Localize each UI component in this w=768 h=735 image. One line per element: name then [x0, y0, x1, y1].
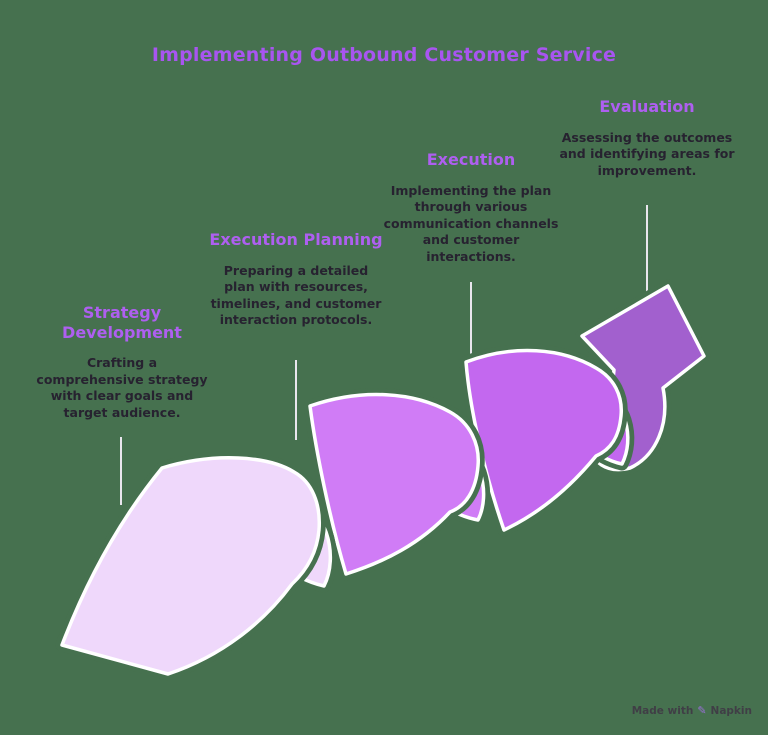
- stage-block-execution: Execution Implementing the plan through …: [381, 150, 561, 265]
- ribbon-segment-3: [464, 348, 623, 532]
- stage-1-heading: Strategy Development: [62, 303, 182, 342]
- stage-3-heading: Execution: [426, 150, 516, 169]
- stage-1-description: Crafting a comprehensive strategy with c…: [36, 355, 208, 420]
- stage-4-heading: Evaluation: [599, 97, 695, 116]
- stage-block-strategy-development: Strategy Development Crafting a comprehe…: [34, 303, 210, 421]
- stage-2-heading: Execution Planning: [209, 230, 383, 249]
- stage-4-description: Assessing the outcomes and identifying a…: [559, 129, 735, 178]
- watermark-brand-label: Napkin: [710, 704, 752, 717]
- pen-icon: ✎: [697, 704, 707, 717]
- ribbon-segment-1: [60, 456, 322, 676]
- stage-block-execution-planning: Execution Planning Preparing a detailed …: [208, 230, 384, 329]
- stage-3-description: Implementing the plan through various co…: [383, 182, 559, 264]
- watermark: Made with ✎ Napkin: [632, 704, 752, 717]
- watermark-made-with-label: Made with: [631, 704, 694, 717]
- page-title: Implementing Outbound Customer Service: [151, 44, 617, 66]
- stage-2-description: Preparing a detailed plan with resources…: [210, 262, 382, 328]
- stage-block-evaluation: Evaluation Assessing the outcomes and id…: [557, 97, 737, 179]
- ribbon-segment-2: [308, 392, 480, 576]
